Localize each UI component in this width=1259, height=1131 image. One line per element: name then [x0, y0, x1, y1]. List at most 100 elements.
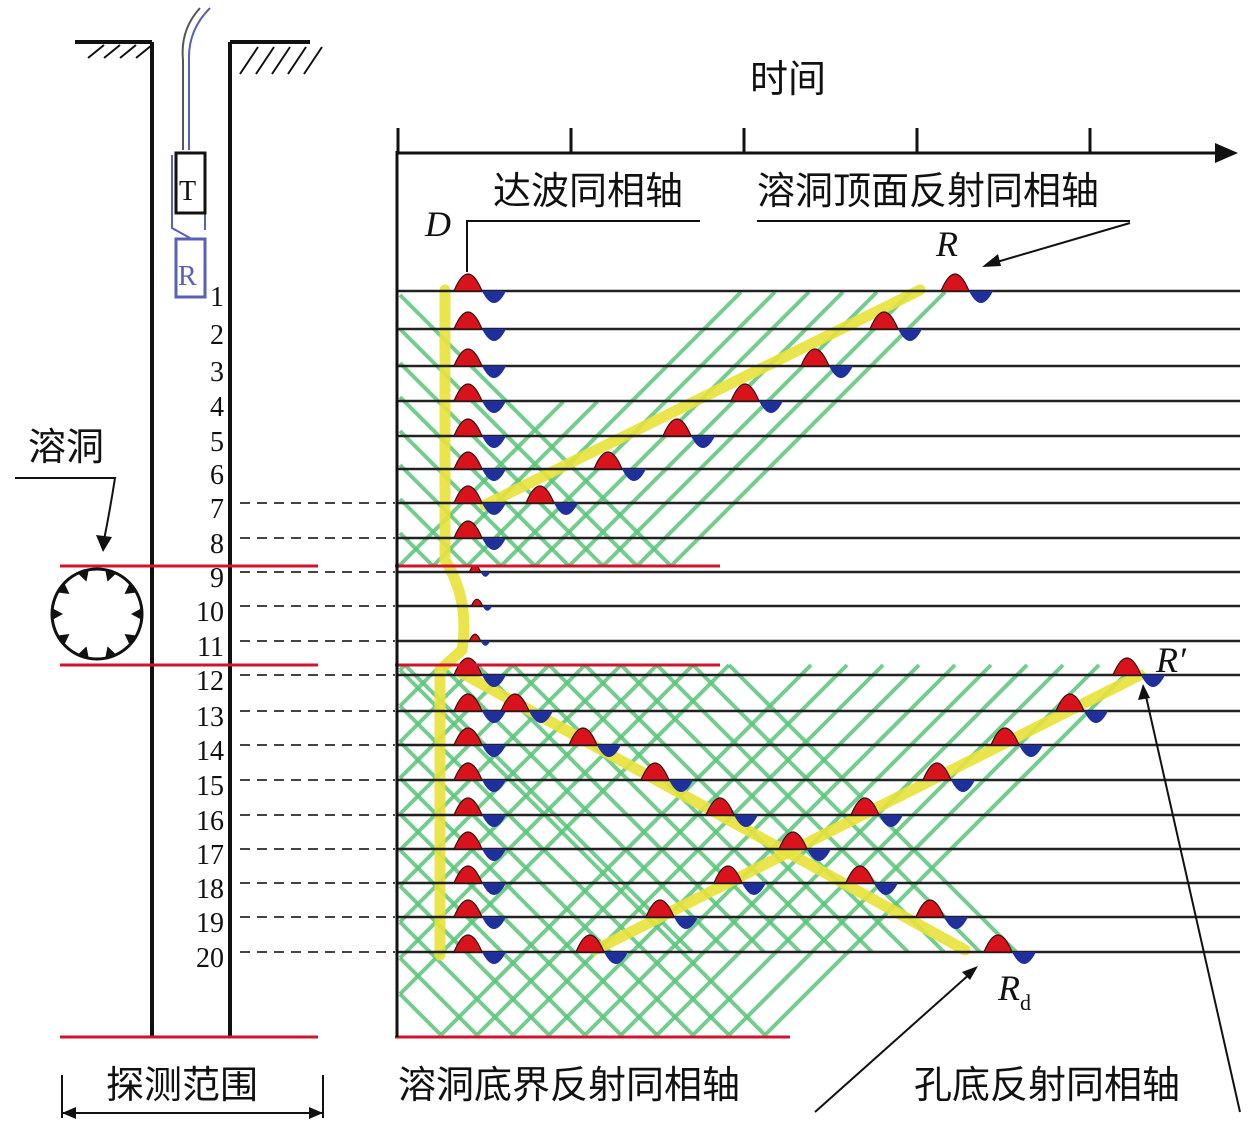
positive-lobe [453, 383, 483, 402]
cable [187, 7, 211, 150]
negative-lobe [604, 952, 628, 964]
cave-wall-tooth [77, 646, 89, 659]
receiver-number: 17 [196, 840, 224, 871]
negative-lobe [482, 329, 506, 341]
negative-lobe [482, 952, 506, 964]
ray-path [655, 663, 946, 954]
receiver-number: 2 [210, 320, 224, 351]
cave-wall-tooth [105, 646, 117, 659]
ground-hatch [287, 46, 307, 75]
ground-hatch [271, 46, 291, 75]
transmitter-box [174, 151, 207, 215]
negative-lobe [807, 849, 831, 861]
positive-lobe [453, 762, 483, 781]
label-Rd-sub: d [1020, 990, 1031, 1015]
time-axis [395, 128, 1225, 1037]
positive-lobe [800, 348, 830, 367]
direct-wave-label: 达波同相轴 [493, 169, 683, 213]
positive-lobe [705, 797, 735, 816]
positive-lobe [869, 311, 899, 330]
positive-lobe [453, 831, 483, 850]
cable [181, 7, 201, 150]
negative-lobe [898, 329, 922, 341]
ray-path [398, 956, 479, 1037]
ray-path [619, 663, 910, 954]
receiver-box [174, 237, 207, 299]
receiver-number: 11 [197, 632, 224, 663]
receiver-number: 20 [196, 943, 224, 974]
negative-lobe [482, 675, 506, 687]
receiver-number: 16 [196, 806, 224, 837]
cave-wall-tooth [124, 582, 137, 595]
cave-wall-tooth [52, 608, 63, 620]
cave-top-reflection-label: 溶洞顶面反射同相轴 [757, 169, 1099, 213]
negative-lobe [1012, 952, 1036, 964]
positive-lobe [645, 899, 675, 918]
ray-path [398, 884, 551, 1037]
cave-pointer [15, 477, 117, 541]
negative-lobe [482, 780, 506, 792]
arrowhead-icon [62, 1107, 76, 1119]
negative-lobe [482, 436, 506, 448]
negative-lobe [879, 815, 903, 827]
cave-wall-tooth [57, 582, 70, 595]
negative-lobe [554, 503, 578, 515]
negative-lobe [944, 917, 968, 929]
cave-wall-tooth [105, 569, 117, 582]
detection-range-label: 探测范围 [106, 1063, 258, 1107]
receiver-number: 18 [196, 874, 224, 905]
positive-lobe [593, 451, 623, 470]
positive-lobe [470, 598, 484, 607]
ray-path [398, 663, 587, 852]
receiver-number: 10 [196, 597, 224, 628]
positive-lobe [730, 383, 760, 402]
positive-lobe [453, 693, 483, 712]
positive-lobe [778, 831, 808, 850]
positive-lobe [575, 934, 605, 953]
negative-lobe [969, 291, 993, 303]
negative-lobe [482, 538, 506, 550]
label-Rd-main: R [997, 968, 1020, 1008]
axis-arrow-icon [1215, 143, 1238, 163]
negative-lobe [482, 917, 506, 929]
negative-lobe [951, 780, 975, 792]
cave-wall-tooth [57, 633, 70, 646]
cave-wall-tooth [77, 569, 89, 582]
label-R-prime: R′ [1155, 640, 1187, 680]
positive-lobe [453, 865, 483, 884]
positive-lobe [453, 485, 483, 504]
receiver-number: 15 [196, 771, 224, 802]
positive-lobe [713, 865, 743, 884]
cave-top-event [479, 284, 926, 511]
positive-lobe [990, 727, 1020, 746]
cave-bottom-reflection-label: 溶洞底界反射同相轴 [398, 1063, 740, 1107]
cave-label: 溶洞 [28, 425, 104, 469]
transmitter-label: T [179, 176, 196, 207]
positive-lobe [845, 865, 875, 884]
arrowhead-icon [962, 966, 978, 980]
negative-lobe [529, 711, 553, 723]
time-axis-label: 时间 [750, 57, 826, 101]
negative-lobe [482, 291, 506, 303]
negative-lobe [829, 366, 853, 378]
positive-lobe [1055, 693, 1085, 712]
positive-lobe [453, 418, 483, 437]
positive-lobe [662, 418, 692, 437]
negative-lobe [874, 883, 898, 895]
negative-lobe [759, 401, 783, 413]
negative-lobe [1084, 711, 1108, 723]
negative-lobe [482, 815, 506, 827]
ray-path [567, 290, 845, 568]
borehole: TR [15, 7, 790, 1119]
ground-hatch [303, 46, 323, 75]
label-D: D [424, 204, 451, 244]
ground-hatch [119, 44, 137, 59]
negative-lobe [482, 469, 506, 481]
ray-path [465, 290, 743, 568]
positive-lobe [453, 727, 483, 746]
positive-lobe [453, 797, 483, 816]
label-leaders [466, 220, 1241, 1113]
positive-lobe [922, 762, 952, 781]
receiver-number: 14 [196, 736, 224, 767]
negative-lobe [482, 711, 506, 723]
